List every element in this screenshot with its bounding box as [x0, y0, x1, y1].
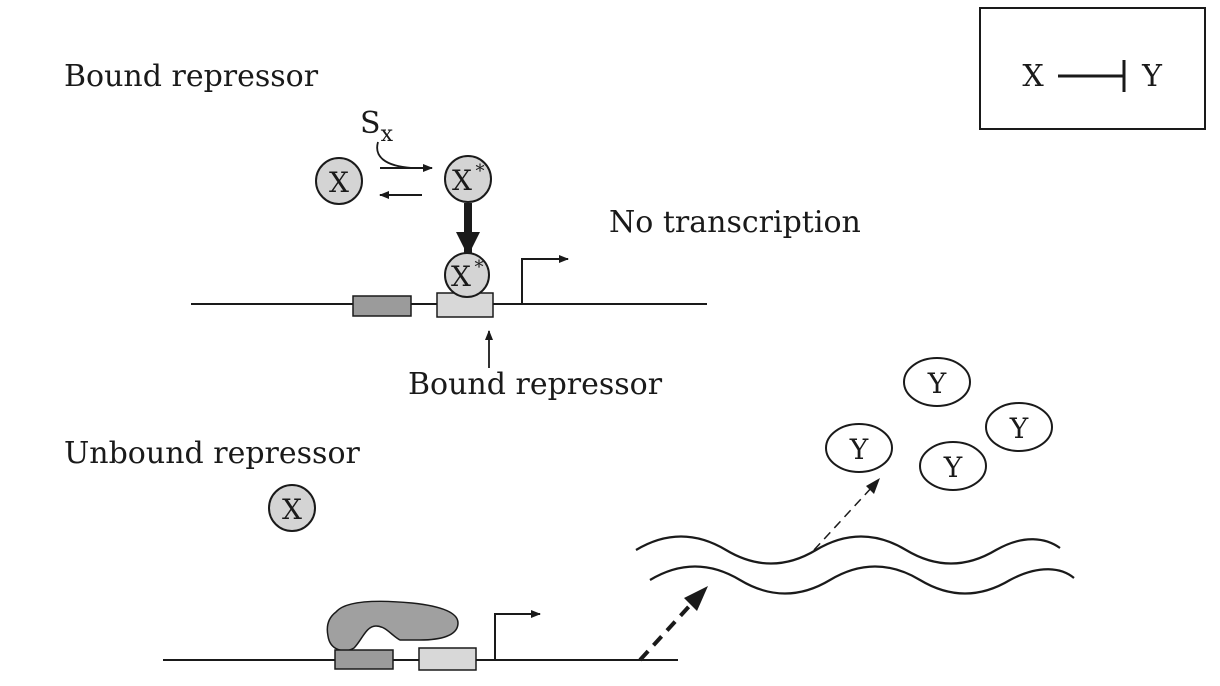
gene-element-box: [352, 295, 412, 317]
product-molecule: Y: [825, 423, 893, 473]
bound-heading: Bound repressor: [64, 59, 319, 94]
free-repressor-molecule: X: [268, 484, 316, 532]
gene-element-box-bottom: [334, 649, 394, 670]
transcription-arrow-head: [684, 586, 708, 611]
free-operator-box: [418, 647, 477, 671]
product-molecule: Y: [903, 357, 971, 407]
legend: X Y: [979, 7, 1206, 130]
legend-left-label: X: [1022, 59, 1044, 94]
translation-arrow-shaft: [813, 485, 874, 551]
operator-box: [436, 292, 494, 318]
rna-polymerase: [326, 600, 459, 652]
active-repressor-molecule: X *: [444, 155, 492, 203]
svg-text:X: X: [282, 493, 302, 526]
bound-active-repressor: X *: [444, 252, 490, 298]
signal-label: Sx: [360, 106, 394, 147]
promoter-arrow-top: [521, 255, 569, 304]
svg-text:X: X: [329, 166, 349, 199]
product-molecule: Y: [919, 441, 987, 491]
legend-frame: [979, 7, 1206, 130]
svg-text:*: *: [475, 257, 484, 278]
svg-text:Y: Y: [849, 433, 869, 466]
svg-text:*: *: [476, 161, 485, 182]
svg-text:Y: Y: [927, 367, 947, 400]
svg-text:Y: Y: [943, 451, 963, 484]
product-molecule: Y: [985, 402, 1053, 452]
unbound-heading: Unbound repressor: [64, 436, 360, 471]
translation-arrow-head: [866, 478, 880, 494]
repressor-molecule: X: [315, 157, 363, 205]
transcription-arrow-shaft: [638, 588, 706, 662]
operator-label: Bound repressor: [408, 367, 663, 402]
svg-text:Y: Y: [1009, 412, 1029, 445]
mrna-strand-2: [649, 565, 1075, 595]
svg-text:X: X: [451, 260, 471, 293]
svg-text:X: X: [452, 164, 472, 197]
mrna-strand-1: [635, 535, 1061, 565]
no-transcription-label: No transcription: [609, 205, 861, 240]
legend-right-label: Y: [1141, 59, 1163, 94]
promoter-arrow-bottom: [494, 610, 541, 660]
